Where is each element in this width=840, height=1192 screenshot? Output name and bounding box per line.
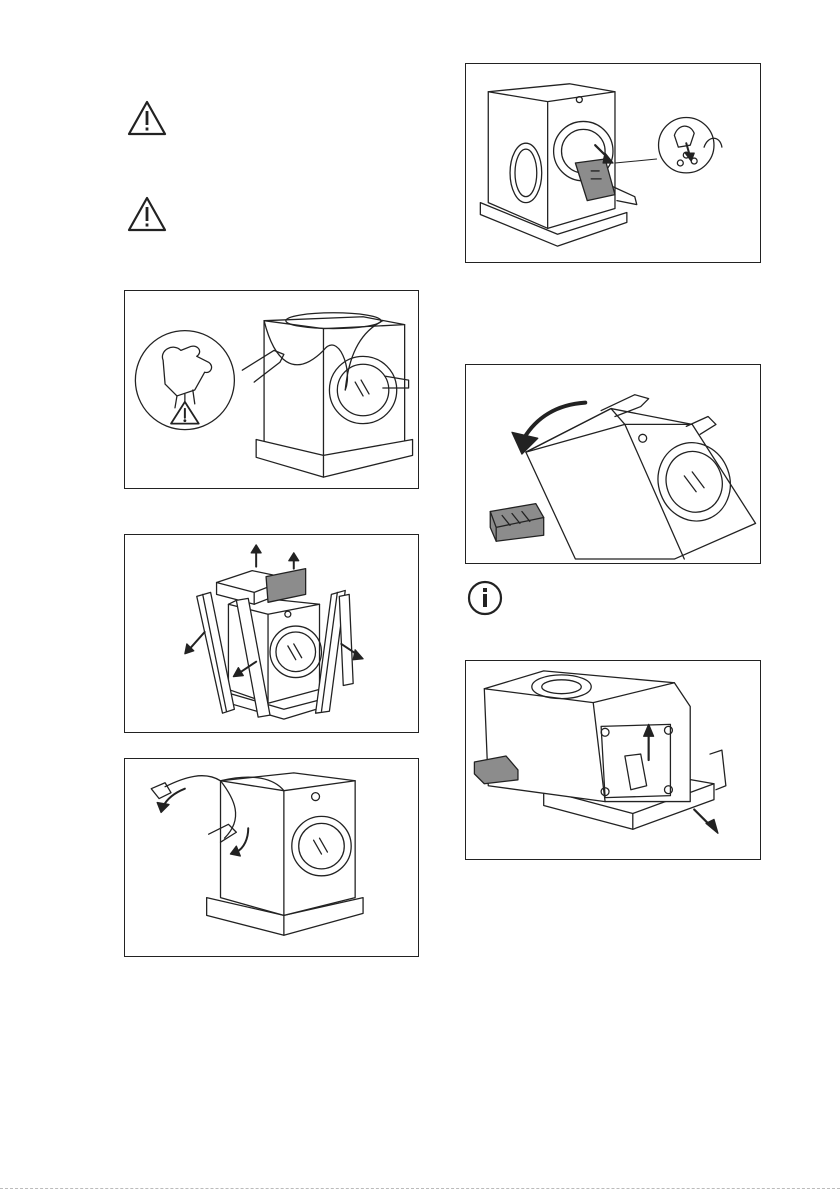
figure-tilt-appliance-back: [465, 364, 761, 564]
info-circle-icon: [467, 580, 503, 616]
warning-triangle-icon: [127, 100, 167, 136]
page-bottom-edge: [0, 1188, 840, 1189]
figure-remove-top-and-corners: [124, 534, 419, 733]
figure-remove-plastic-bag: [124, 758, 419, 957]
figure-remove-bag-from-drum: [465, 63, 761, 263]
figure-remove-base-polystyrene: [465, 660, 761, 860]
warning-triangle-icon: [127, 196, 167, 232]
figure-unpack-cover-gloves: [124, 290, 419, 489]
